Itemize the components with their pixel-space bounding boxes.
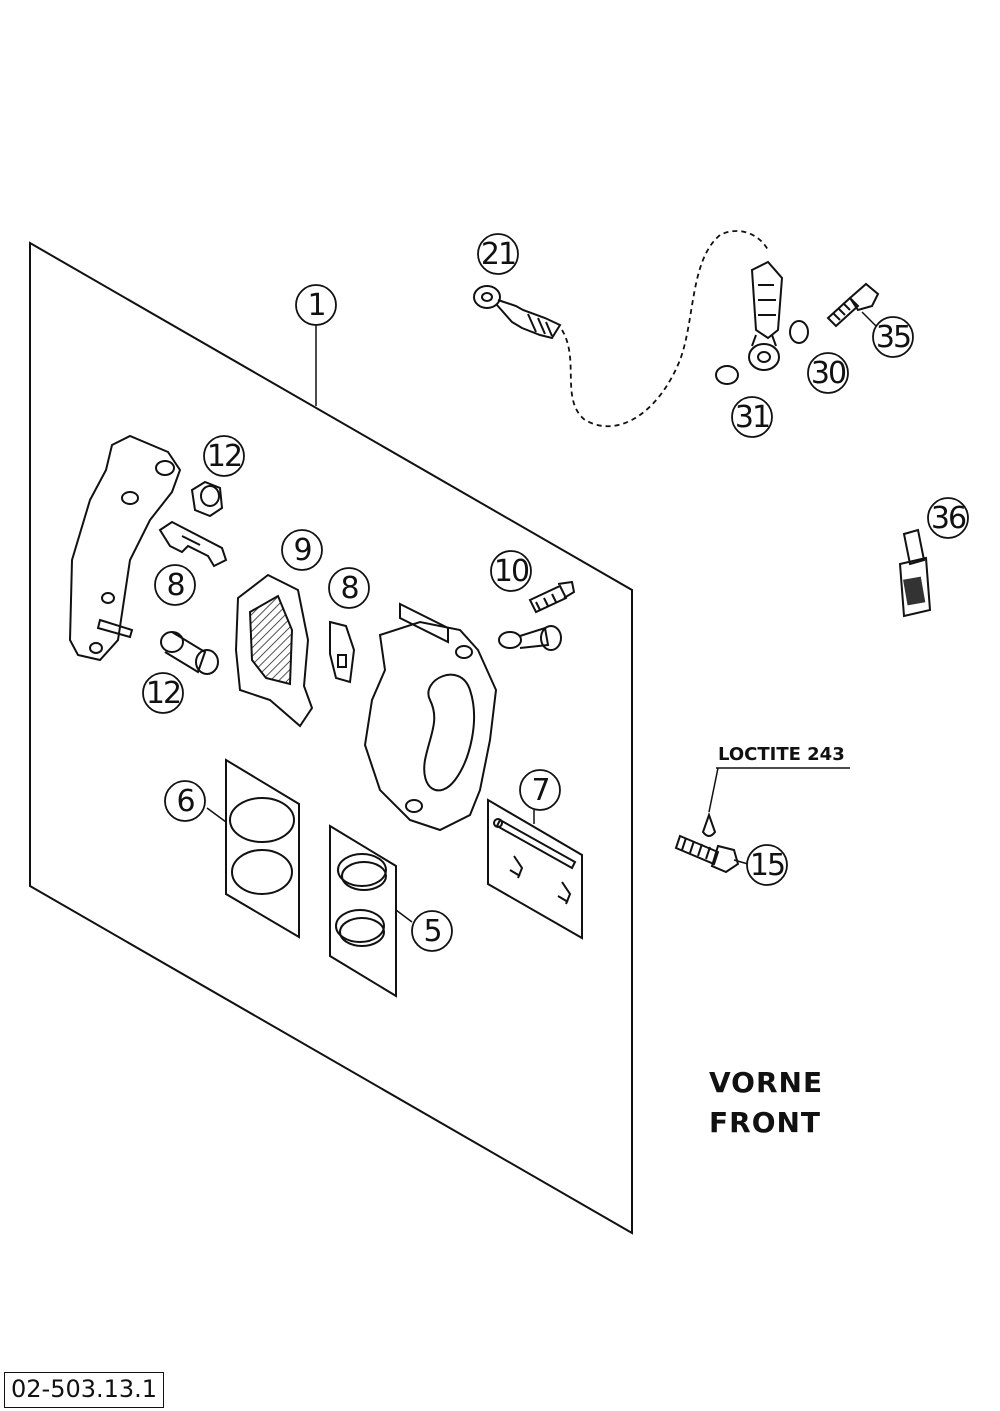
assembly-panel [29, 241, 633, 1235]
washer-31 [715, 365, 739, 385]
callout-30: 30 [807, 352, 849, 394]
brake-pad-9 [234, 573, 314, 728]
callout-1: 1 [295, 284, 337, 326]
banjo-bolt-35 [826, 282, 880, 328]
callout-number: 8 [340, 571, 358, 606]
callout-8: 8 [328, 567, 370, 609]
washer-30 [789, 320, 809, 344]
callout-circle [328, 567, 370, 609]
callout-circle [731, 396, 773, 438]
pin-12-bottom [160, 631, 219, 675]
callout-number: 12 [146, 676, 180, 711]
callout-number: 12 [207, 439, 241, 474]
diagram-code: 02-503.13.1 [4, 1372, 165, 1408]
callout-12: 12 [142, 672, 184, 714]
callout-circle [746, 844, 788, 886]
leader-6 [206, 807, 227, 823]
callout-number: 9 [293, 533, 310, 568]
loctite-label: LOCTITE 243 [718, 744, 845, 765]
callout-number: 8 [166, 568, 184, 603]
callout-circle [295, 284, 337, 326]
leader-5 [395, 909, 413, 923]
callout-8: 8 [154, 564, 196, 606]
callout-12: 12 [203, 435, 245, 477]
callout-number: 36 [931, 501, 966, 536]
callout-number: 35 [876, 320, 910, 355]
position-label-en: FRONT [709, 1106, 822, 1139]
callout-circle [154, 564, 196, 606]
callout-9: 9 [281, 529, 323, 571]
callout-circle [519, 769, 561, 811]
callout-35: 35 [872, 316, 914, 358]
loctite-drop [701, 811, 717, 837]
callout-31: 31 [731, 396, 773, 438]
caliper-body [363, 602, 498, 832]
callout-circle [477, 233, 519, 275]
position-label-de: VORNE [709, 1066, 824, 1099]
brake-line-assembly [473, 230, 784, 428]
boot-12-top [190, 480, 224, 518]
callout-36: 36 [927, 497, 969, 539]
caliper-bracket [68, 434, 182, 662]
callout-6: 6 [164, 780, 206, 822]
callout-number: 7 [531, 773, 548, 808]
callout-7: 7 [519, 769, 561, 811]
leader-35 [861, 311, 879, 329]
callout-circle [872, 316, 914, 358]
bleeder-10 [498, 580, 576, 651]
loctite-bottle [898, 528, 932, 618]
callout-5: 5 [411, 910, 453, 952]
callout-10: 10 [490, 550, 532, 592]
callout-circle [203, 435, 245, 477]
caliper-bolt-15 [674, 834, 740, 874]
pad-spring-8-left [158, 520, 228, 568]
callout-15: 15 [746, 844, 788, 886]
callout-21: 21 [477, 233, 519, 275]
pin-kit-7 [487, 798, 583, 940]
callout-number: 6 [176, 784, 194, 819]
callout-circle [164, 780, 206, 822]
callout-number: 30 [811, 356, 846, 391]
callout-circle [411, 910, 453, 952]
callout-number: 1 [307, 288, 324, 323]
callout-number: 15 [750, 848, 784, 883]
piston-kit-6 [225, 758, 300, 939]
callout-number: 31 [735, 400, 769, 435]
callout-number: 21 [481, 237, 515, 272]
callout-circle [490, 550, 532, 592]
loctite-leader [708, 767, 719, 813]
callout-circle [927, 497, 969, 539]
callout-number: 10 [494, 554, 529, 589]
callout-circle [807, 352, 849, 394]
callout-circle [281, 529, 323, 571]
callout-circle [142, 672, 184, 714]
leader-15 [733, 859, 749, 865]
seal-kit-5 [329, 824, 397, 998]
pad-spring-8-right [329, 620, 356, 684]
callout-number: 5 [423, 914, 440, 949]
